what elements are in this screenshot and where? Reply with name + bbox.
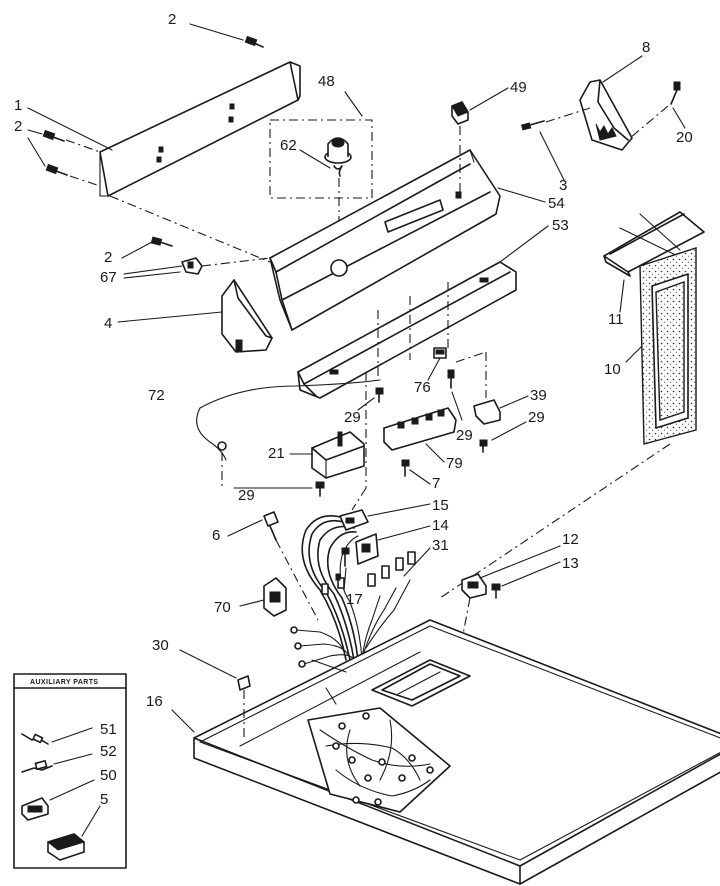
wire-harness-part [199,379,381,409]
hinge-part-12 [461,573,487,599]
callout-20: 20 [676,129,693,146]
terminal-part-51 [21,733,49,745]
screw-part-13 [491,583,501,599]
bracket-part-39 [473,399,501,425]
callout-67: 67 [100,269,117,286]
callout-5: 5 [100,791,108,808]
switch-part-76 [433,347,447,359]
connector-part-5 [46,833,86,861]
callout-labels: 2 1 2 48 62 49 8 20 3 54 53 2 67 4 11 10… [14,11,693,808]
callout-14: 14 [432,517,449,534]
callout-51: 51 [100,721,117,738]
screw-part-top [244,35,264,48]
wiring-bundle-part [290,514,416,668]
cover-plate-part [603,211,705,277]
screw-part-29b [479,439,488,453]
callout-10: 10 [604,361,621,378]
callout-12: 12 [562,531,579,548]
screw-part-29c [375,387,384,403]
callout-8: 8 [642,39,650,56]
auxiliary-parts-title: AUXILIARY PARTS [30,679,99,686]
screw-part-29a [447,369,455,389]
callout-79: 79 [446,455,463,472]
callout-1: 1 [14,97,22,114]
callout-30: 30 [152,637,169,654]
callout-7: 7 [432,475,440,492]
callout-39: 39 [530,387,547,404]
screw-part-left-1 [42,129,65,142]
top-panel-part [99,61,301,197]
callout-31: 31 [432,537,449,554]
terminal-block-part-79 [383,407,457,451]
callout-17: 17 [346,591,363,608]
knob-part [324,137,352,177]
control-console-part [269,149,501,331]
screw-part-7 [401,459,410,477]
callout-62: 62 [280,137,297,154]
callout-50: 50 [100,767,117,784]
terminal-part-15 [339,509,369,531]
screw-part-3 [521,120,545,131]
screw-part-17 [335,547,350,581]
callout-29-center: 29 [456,427,473,444]
callout-11: 11 [608,311,624,328]
filter-panel-part [639,247,697,445]
callout-48: 48 [318,73,335,90]
connector-part-50 [21,797,49,821]
screw-part-20 [670,81,681,105]
screw-part-29d [315,481,325,497]
callout-2-lower: 2 [104,249,112,266]
base-top-part [193,619,720,885]
left-end-cap-part [221,279,273,353]
callout-76: 76 [414,379,431,396]
callout-2-top: 2 [168,11,176,28]
callout-15: 15 [432,497,449,514]
wire-connector-part [217,441,227,486]
callout-13: 13 [562,555,579,572]
callout-49: 49 [510,79,527,96]
callout-29-mid: 29 [344,409,361,426]
callout-2-left: 2 [14,118,22,135]
clip-part-30 [237,675,251,740]
callout-6: 6 [212,527,220,544]
clip-part-6 [263,511,279,541]
terminal-part-52 [21,760,53,773]
callout-72: 72 [148,387,165,404]
connector-part-70 [263,577,287,617]
timer-part-21 [311,431,365,479]
callout-70: 70 [214,599,231,616]
screw-part-left-end [150,236,173,247]
callout-4: 4 [104,315,112,332]
switch-part-14 [355,533,379,565]
callout-29-right: 29 [528,409,545,426]
clip-part [181,257,203,275]
callout-53: 53 [552,217,569,234]
callout-52: 52 [100,743,117,760]
callout-21: 21 [268,445,285,462]
auxiliary-parts-box: AUXILIARY PARTS [13,673,127,869]
end-cap-part [579,79,633,151]
callout-3: 3 [559,177,567,194]
callout-29-left: 29 [238,487,255,504]
screw-part-left-2 [45,163,68,176]
callout-16: 16 [146,693,163,710]
button-part [451,101,469,125]
callout-54: 54 [548,195,565,212]
knob-kit-box [269,119,373,199]
